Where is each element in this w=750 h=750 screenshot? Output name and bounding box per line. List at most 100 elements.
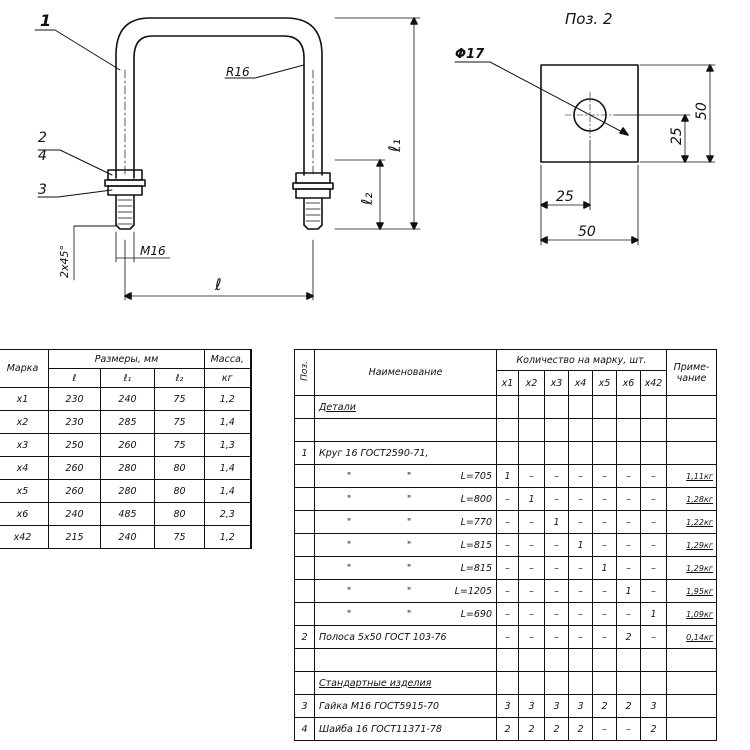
cell-qty: – [592, 533, 617, 557]
cell-qty: – [518, 556, 545, 580]
cell-l2: 80 [154, 456, 205, 480]
washer-right [292, 182, 334, 190]
cell-note: 1,29кг [666, 556, 717, 580]
cell-qty: – [568, 510, 593, 534]
cell-note: 1,09кг [666, 602, 717, 626]
cell-length: L=815 [460, 562, 492, 574]
cell-qty: – [568, 487, 593, 511]
cell-qty: – [518, 579, 545, 603]
cell-qty: – [616, 487, 641, 511]
section-row: Детали [294, 395, 717, 419]
cell-l1: 260 [100, 433, 155, 457]
cell-length: L=800 [460, 493, 492, 505]
cell-note: 1,29кг [666, 533, 717, 557]
nut-left-lower [107, 185, 143, 196]
cell-name: ""L=1205 [314, 579, 497, 603]
cell-l1: 485 [100, 502, 155, 526]
table-row: x3 250 260 75 1,3 [0, 433, 252, 457]
cell-name: Круг 16 ГОСТ2590-71, [314, 441, 497, 465]
cell-l: 260 [48, 456, 101, 480]
cell-qty: – [640, 556, 667, 580]
cell-mark: x3 [0, 433, 49, 457]
cell-l: 240 [48, 502, 101, 526]
header-qty: Количество на марку, шт. [496, 349, 667, 371]
plate-height-label: 50 [694, 102, 710, 120]
cell-l: 215 [48, 525, 101, 549]
cell-qty: – [496, 533, 519, 557]
cell-mass: 1,2 [204, 525, 252, 549]
cell-qty: – [592, 602, 617, 626]
cell-qty: – [592, 487, 617, 511]
cell-mass: 1,2 [204, 387, 252, 411]
cell-qty: – [518, 464, 545, 488]
header-mark-x4: x4 [568, 370, 593, 396]
cell-qty: – [592, 464, 617, 488]
cell-note: 0,14кг [666, 625, 717, 649]
header-l2: ℓ₂ [154, 368, 205, 388]
cell-qty: 1 [496, 464, 519, 488]
cell-qty: 1 [616, 579, 641, 603]
cell-mass: 1,4 [204, 410, 252, 434]
cell-l2: 80 [154, 502, 205, 526]
sizes-table: Марка Размеры, мм Масса, ℓ ℓ₁ ℓ₂ кг x1 2… [0, 349, 252, 549]
cell-l: 230 [48, 410, 101, 434]
header-mark-x42: x42 [640, 370, 667, 396]
chamfer-label: 2x45° [58, 245, 71, 278]
cell-l2: 75 [154, 387, 205, 411]
cell-qty: – [518, 602, 545, 626]
cell-qty: – [568, 602, 593, 626]
cell-note: 1,28кг [666, 487, 717, 511]
cell-pos: 2 [294, 625, 315, 649]
cell-qty: – [496, 487, 519, 511]
cell-l: 250 [48, 433, 101, 457]
cell-qty: – [616, 533, 641, 557]
cell-qty: – [544, 464, 569, 488]
cell-qty: 1 [640, 602, 667, 626]
nut-right-lower [295, 188, 331, 199]
cell-l2: 80 [154, 479, 205, 503]
header-mark-x3: x3 [544, 370, 569, 396]
cell-qty: – [640, 579, 667, 603]
header-mass: Масса, [204, 349, 252, 369]
cell-mark: x42 [0, 525, 49, 549]
cell-qty: – [518, 533, 545, 557]
cell-l: 230 [48, 387, 101, 411]
technical-drawing: Поз. 2 1 2 4 3 R16 Φ17 ℓ₁ ℓ₂ ℓ 2x45° M16… [34, 10, 716, 301]
table-row: x2 230 285 75 1,4 [0, 410, 252, 434]
cell-qty: – [496, 556, 519, 580]
cell-qty: – [568, 556, 593, 580]
table-row: ""L=800–1–––––1,28кг [294, 487, 717, 511]
u-bolt-inner [133, 35, 305, 179]
cell-mark: x5 [0, 479, 49, 503]
cell-qty: – [568, 464, 593, 488]
cell-pos: 4 [294, 717, 315, 741]
cell-qty: – [544, 579, 569, 603]
cell-mass: 1,4 [204, 479, 252, 503]
header-mark: Марка [0, 349, 49, 388]
cell-qty: – [592, 510, 617, 534]
cell-qty: – [640, 533, 667, 557]
table-row: x5 260 280 80 1,4 [0, 479, 252, 503]
cell-mark: x6 [0, 502, 49, 526]
cell-l2: 75 [154, 433, 205, 457]
cell-note: 1,95кг [666, 579, 717, 603]
cell-mass: 2,3 [204, 502, 252, 526]
cell-name: ""L=815 [314, 533, 497, 557]
u-bolt-outline [115, 17, 323, 179]
cell-mass: 1,3 [204, 433, 252, 457]
header-mass-unit: кг [204, 368, 252, 388]
cell-name: ""L=690 [314, 602, 497, 626]
header-dims: Размеры, мм [48, 349, 205, 369]
cell-qty: – [640, 487, 667, 511]
cell-qty: – [616, 510, 641, 534]
cell-name: Шайба 16 ГОСТ11371-78 [314, 717, 497, 741]
cell-qty: 1 [544, 510, 569, 534]
dim-l: ℓ [214, 275, 222, 294]
header-l: ℓ [48, 368, 101, 388]
section-std-title: Стандартные изделия [319, 677, 432, 689]
header-note: Приме-чание [666, 349, 717, 396]
specification-table: Поз. Наименование Количество на марку, ш… [294, 349, 717, 741]
